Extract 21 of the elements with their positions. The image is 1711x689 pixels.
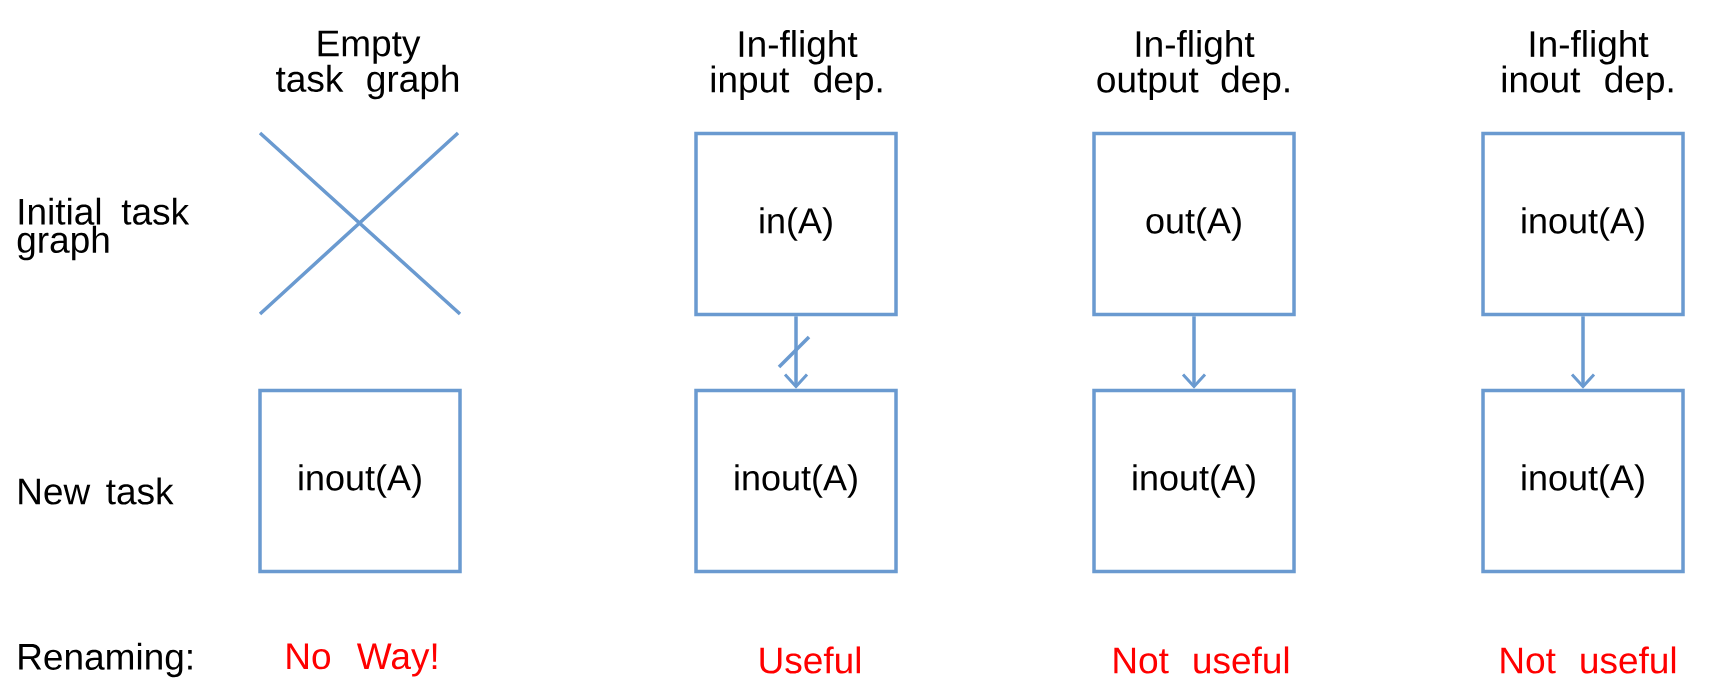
- row-label: New task: [19, 477, 174, 505]
- result-label: Not useful: [1501, 646, 1676, 674]
- column-heading: Empty task graph: [276, 30, 459, 100]
- column-heading: In-flight inout dep.: [1502, 30, 1673, 100]
- task-box: in(A): [694, 131, 898, 317]
- arrow: [1181, 316, 1207, 389]
- arrow: [1570, 316, 1596, 389]
- row-label: Initial task graph: [17, 197, 190, 261]
- task-box: inout(A): [1481, 388, 1685, 574]
- row-label: Renaming:: [19, 642, 192, 678]
- result-label: No Way!: [287, 643, 437, 677]
- task-box: out(A): [1092, 131, 1296, 317]
- arrow: [783, 316, 809, 389]
- result-label: Not useful: [1114, 646, 1289, 674]
- task-box: inout(A): [694, 388, 898, 574]
- task-box: inout(A): [258, 388, 462, 574]
- task-box: inout(A): [1481, 131, 1685, 317]
- result-label: Useful: [760, 646, 860, 674]
- column-heading: In-flight input dep.: [711, 30, 882, 100]
- task-box: inout(A): [1092, 388, 1296, 574]
- column-heading: In-flight output dep.: [1097, 30, 1289, 100]
